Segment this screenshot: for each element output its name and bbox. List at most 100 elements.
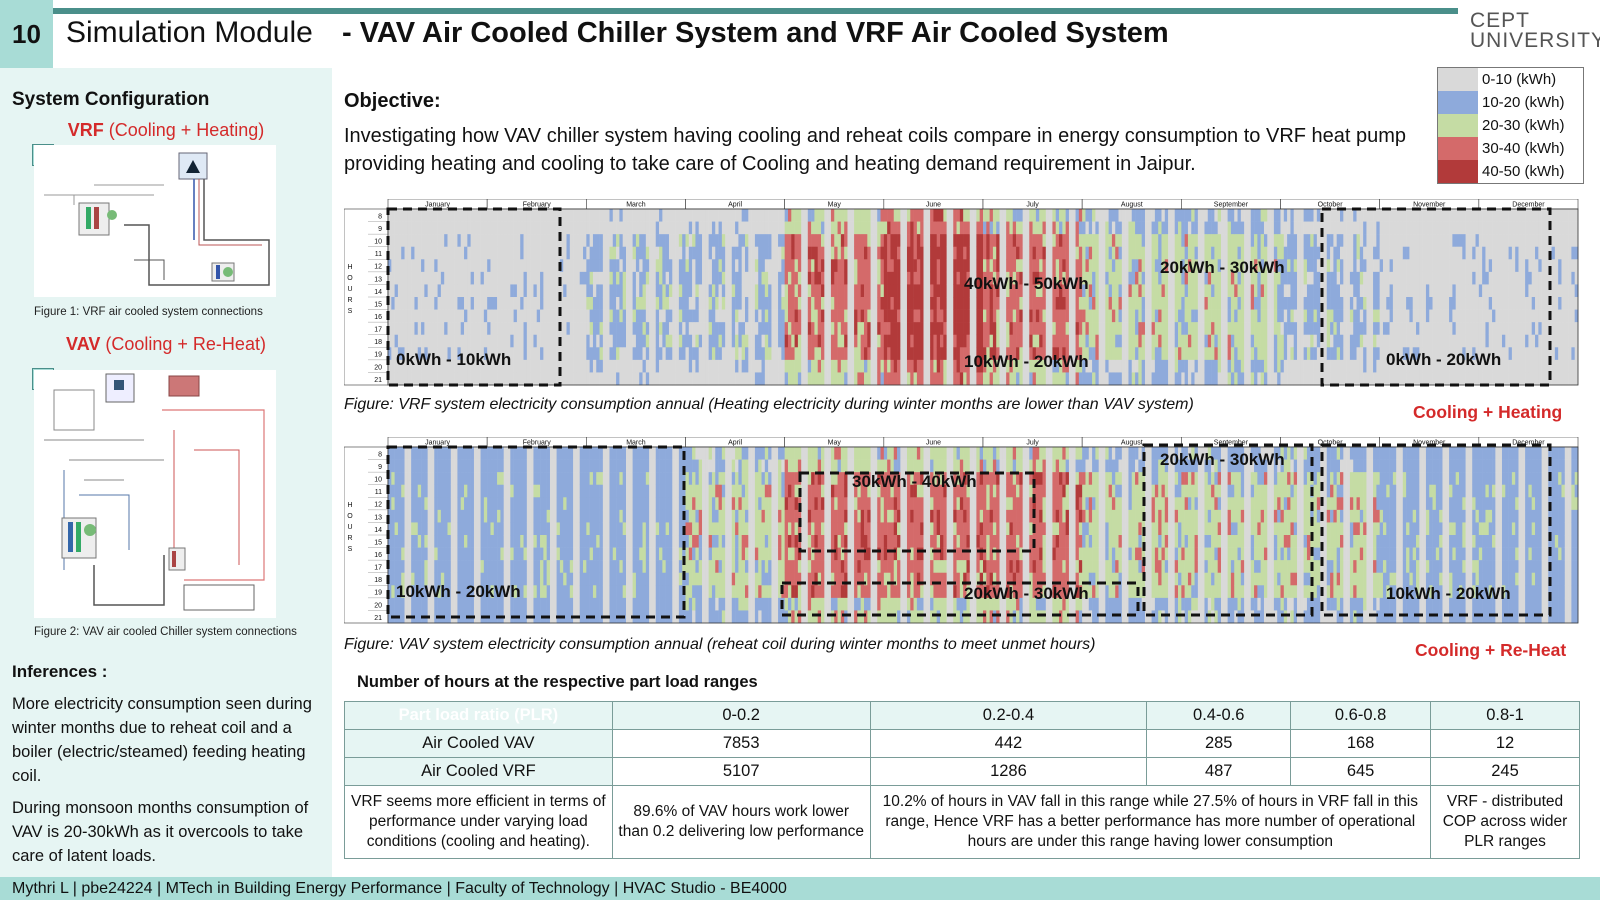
heatmap-cell (1492, 359, 1496, 373)
heatmap-cell (1105, 347, 1109, 361)
heatmap-cell (1042, 246, 1047, 260)
heatmap-cell (1455, 221, 1460, 235)
heatmap-cell (735, 322, 739, 336)
heatmap-cell (513, 259, 518, 273)
heatmap-cell (397, 359, 402, 373)
heatmap-cell (774, 209, 779, 222)
heatmap-cell (764, 221, 769, 235)
heatmap-cell (1429, 221, 1433, 235)
heatmap-cell (1039, 259, 1043, 273)
heatmap-cell (1488, 271, 1493, 285)
heatmap-cell (1105, 221, 1109, 235)
heatmap-cell (536, 271, 541, 285)
heatmap-cell (1059, 234, 1063, 248)
heatmap-cell (1257, 221, 1261, 235)
heatmap-cell (1154, 221, 1159, 235)
heatmap-cell (1016, 271, 1020, 285)
heatmap-cell (447, 347, 452, 361)
heatmap-cell (1468, 234, 1473, 248)
heatmap-cell (999, 271, 1004, 285)
legend-item: 40-50 (kWh) (1438, 160, 1583, 183)
heatmap-cell (1419, 309, 1423, 323)
heatmap-cell (1204, 259, 1209, 273)
heatmap-cell (963, 209, 967, 222)
heatmap-cell (1131, 246, 1136, 260)
heatmap-cell (1468, 246, 1473, 260)
heatmap-cell (1019, 209, 1023, 222)
heatmap-cell (1515, 359, 1519, 373)
heatmap-cell (1267, 271, 1271, 285)
heatmap-cell (1227, 271, 1232, 285)
heatmap-cell (1002, 259, 1007, 273)
heatmap-cell (1250, 297, 1255, 310)
heatmap-cell (1425, 234, 1430, 248)
heatmap-cell (1528, 271, 1533, 285)
heatmap-cell (1495, 372, 1499, 386)
heatmap-cell (850, 284, 855, 298)
heatmap-cell (1131, 297, 1136, 310)
heatmap-cell (388, 322, 392, 336)
heatmap-cell (619, 347, 623, 361)
heatmap-cell (523, 372, 528, 386)
heatmap-cell (1131, 322, 1136, 336)
heatmap-cell (592, 359, 597, 373)
heatmap-cell (946, 322, 951, 336)
heatmap-cell (992, 334, 997, 348)
heatmap-cell (1263, 359, 1268, 373)
heatmap-cell (1300, 209, 1304, 222)
heatmap-cell (1049, 259, 1053, 273)
heatmap-cell (1379, 334, 1384, 348)
heatmap-cell (1356, 309, 1361, 323)
heatmap-cell (1306, 234, 1311, 248)
heatmap-cell (1442, 372, 1447, 386)
heatmap-cell (460, 347, 465, 361)
heatmap-cell (1191, 334, 1195, 348)
heatmap-cell (1230, 359, 1235, 373)
heatmap-cell (1373, 334, 1377, 348)
heatmap-cell (1521, 259, 1526, 273)
heatmap-cell (589, 246, 594, 260)
heatmap-cell (394, 322, 399, 336)
heatmap-cell (1482, 259, 1486, 273)
heatmap-cell (1025, 347, 1030, 361)
heatmap-cell (1009, 297, 1014, 310)
heatmap-cell (923, 297, 928, 310)
heatmap-cell (880, 359, 885, 373)
heatmap-cell (1290, 322, 1295, 336)
heatmap-cell (953, 246, 957, 260)
heatmap-cell (559, 284, 564, 298)
heatmap-cell (622, 246, 627, 260)
heatmap-cell (1511, 334, 1516, 348)
heatmap-cell (1108, 259, 1113, 273)
heatmap-cell (668, 246, 673, 260)
heatmap-cell (1131, 347, 1136, 361)
heatmap-cell (1475, 322, 1480, 336)
heatmap-cell (1313, 259, 1318, 273)
heatmap-cell (639, 271, 643, 285)
heatmap-cell (1247, 246, 1252, 260)
heatmap-cell (992, 372, 997, 386)
heatmap-cell (702, 234, 706, 248)
heatmap-cell (887, 234, 891, 248)
heatmap-cell (1164, 372, 1169, 386)
heatmap-cell (1032, 234, 1037, 248)
heatmap-cell (500, 322, 504, 336)
heatmap-cell (1363, 372, 1367, 386)
heatmap-cell (477, 347, 481, 361)
heatmap-cell (559, 271, 564, 285)
heatmap-cell (692, 234, 696, 248)
heatmap-cell (1045, 322, 1050, 336)
heatmap-cell (579, 284, 584, 298)
heatmap-cell (840, 297, 845, 310)
heatmap-cell (1538, 209, 1542, 222)
heatmap-cell (1115, 259, 1119, 273)
heatmap-cell (573, 234, 577, 248)
heatmap-cell (807, 297, 812, 310)
heatmap-cell (787, 347, 792, 361)
heatmap-cell (821, 359, 825, 373)
heatmap-cell (520, 334, 524, 348)
heatmap-cell (1511, 221, 1516, 235)
heatmap-cell (1025, 297, 1030, 310)
heatmap-cell (559, 209, 564, 222)
heatmap-cell (1049, 209, 1053, 222)
